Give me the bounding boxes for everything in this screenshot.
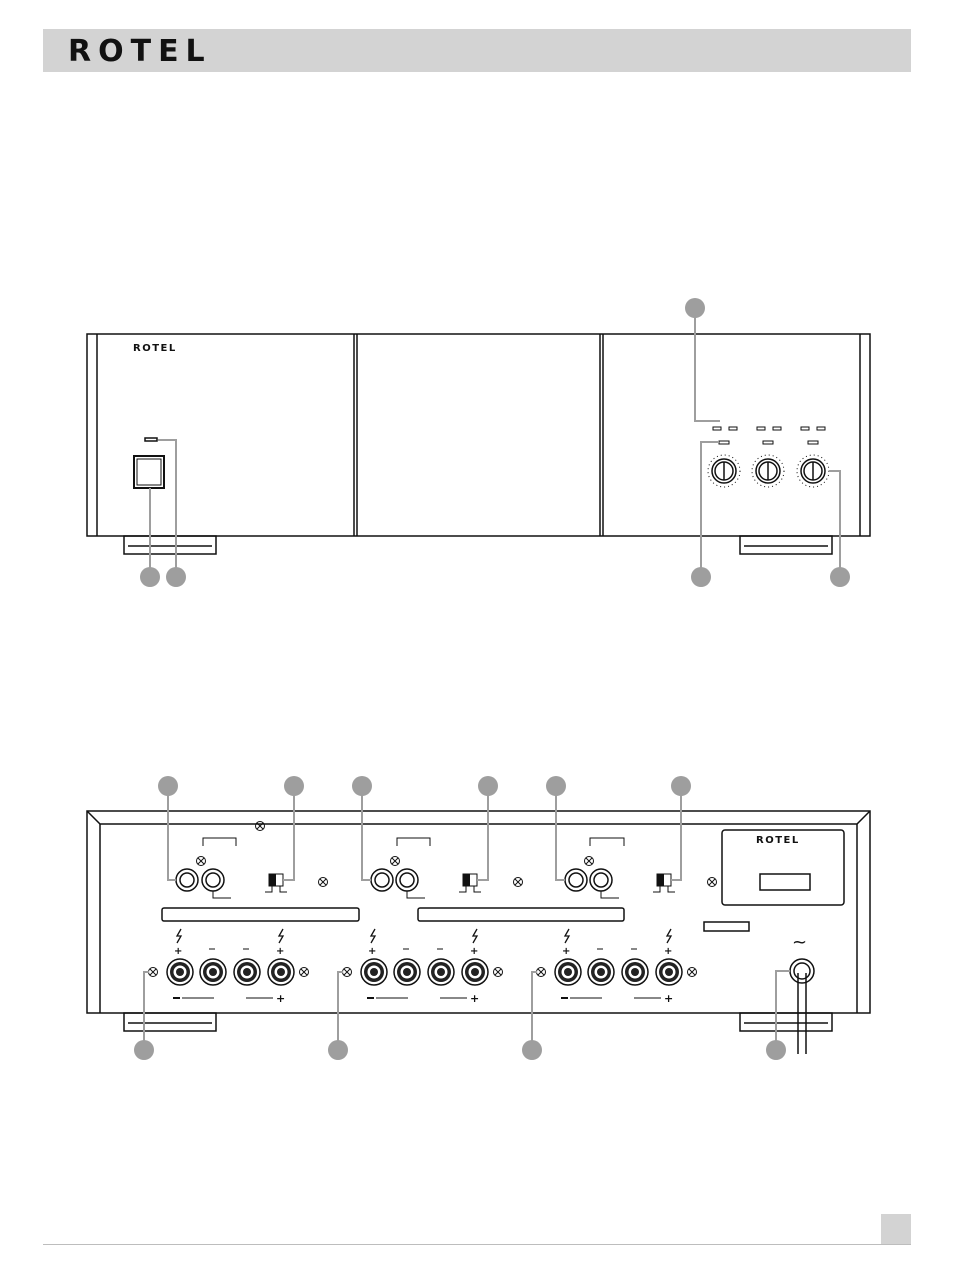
ac-symbol: ~: [792, 932, 807, 953]
front-chassis: [87, 334, 870, 536]
callout-marker: [478, 776, 498, 796]
serial-plate: [704, 922, 749, 931]
label-plate-2: [418, 908, 624, 921]
callout-marker: [140, 567, 160, 587]
rear-foot-right: [740, 1013, 832, 1031]
footer-rule: [43, 1244, 911, 1245]
rear-panel-diagram: ROTEL + + +: [0, 768, 954, 1068]
callout-marker: [166, 567, 186, 587]
level-knob-3: [797, 455, 829, 487]
ac-power-cord: [790, 959, 814, 1054]
callout-marker: [522, 1040, 542, 1060]
label-plate-1: [162, 908, 359, 921]
front-foot-right: [740, 536, 832, 554]
svg-text:+: +: [470, 992, 479, 1005]
rear-brand: ROTEL: [756, 835, 800, 846]
svg-text:+: +: [664, 992, 673, 1005]
callout-marker: [685, 298, 705, 318]
callout-marker: [352, 776, 372, 796]
power-button: [134, 456, 164, 488]
page-number-box: [881, 1214, 911, 1244]
level-knob-1: [708, 455, 740, 487]
rotel-logo: ROTEL: [68, 34, 212, 70]
callout-marker: [671, 776, 691, 796]
callout-marker: [546, 776, 566, 796]
svg-text:+: +: [276, 992, 285, 1005]
callout-marker: [134, 1040, 154, 1060]
callout-marker: [158, 776, 178, 796]
front-callout-markers: [140, 298, 850, 587]
svg-text:+: +: [368, 946, 376, 957]
front-foot-left: [124, 536, 216, 554]
front-panel-diagram: ROTEL: [0, 290, 954, 600]
level-knob-2: [752, 455, 784, 487]
svg-text:+: +: [664, 946, 672, 957]
power-led: [145, 438, 157, 441]
nameplate-window: [760, 874, 810, 890]
svg-text:+: +: [276, 946, 284, 957]
rear-foot-left: [124, 1013, 216, 1031]
callout-marker: [284, 776, 304, 796]
front-brand: ROTEL: [133, 343, 177, 354]
callout-marker: [328, 1040, 348, 1060]
callout-marker: [691, 567, 711, 587]
svg-text:+: +: [562, 946, 570, 957]
svg-text:+: +: [470, 946, 478, 957]
svg-text:+: +: [174, 946, 182, 957]
rear-callout-markers: [134, 776, 786, 1060]
front-callout-lines: [150, 308, 840, 570]
rear-callout-lines: [144, 786, 790, 1050]
indicator-leds: [713, 427, 825, 444]
callout-marker: [766, 1040, 786, 1060]
callout-marker: [830, 567, 850, 587]
